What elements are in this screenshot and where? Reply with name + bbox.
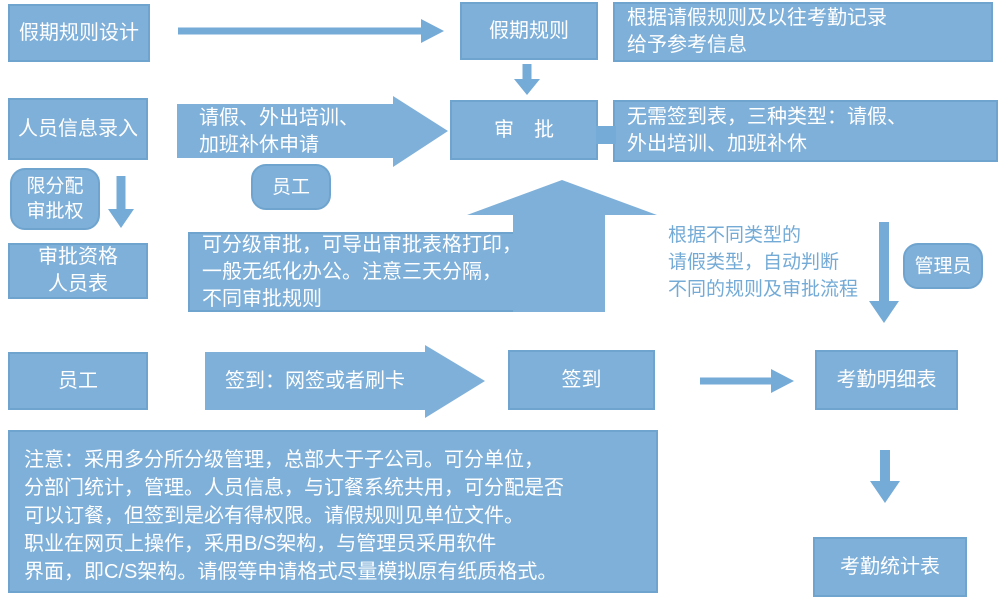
bottom-note-box: 注意：采用多分所分级管理，总部大于子公司。可分单位， 分部门统计，管理。人员信息… — [8, 430, 658, 593]
approval-qualification-box: 审批资格 人员表 — [8, 243, 148, 299]
type-judgment-note: 根据不同类型的 请假类型，自动判断 不同的规则及审批流程 — [668, 225, 859, 300]
attendance-stats-box: 考勤统计表 — [813, 537, 967, 597]
personnel-info-box: 人员信息录入 — [8, 98, 148, 160]
limit-assign-tag: 限分配 审批权 — [10, 168, 100, 230]
request-types-arrow: 请假、外出培训、 加班补休申请 — [177, 96, 448, 167]
checkin-box: 签到 — [508, 350, 655, 410]
arrow-personnel-to-qualification — [108, 176, 134, 228]
arrow-rules-to-approval — [514, 64, 540, 95]
holiday-rule-design-box: 假期规则设计 — [8, 4, 150, 62]
arrow-checkin-to-detail — [700, 369, 794, 393]
holiday-rules-box: 假期规则 — [460, 2, 598, 60]
reference-note-box: 根据请假规则及以往考勤记录 给予参考信息 — [613, 2, 993, 62]
admin-tag: 管理员 — [903, 243, 983, 289]
arrow-design-to-rules — [178, 19, 444, 43]
no-signin-note-box: 无需签到表，三种类型：请假、 外出培训、加班补休 — [613, 100, 998, 162]
arrow-detail-to-stats — [870, 450, 900, 503]
attendance-detail-box: 考勤明细表 — [815, 350, 958, 410]
approval-box: 审 批 — [450, 100, 598, 160]
checkin-method-arrow: 签到：网签或者刷卡 — [205, 345, 485, 418]
employee-box: 员工 — [8, 352, 148, 410]
employee-tag: 员工 — [251, 164, 331, 210]
